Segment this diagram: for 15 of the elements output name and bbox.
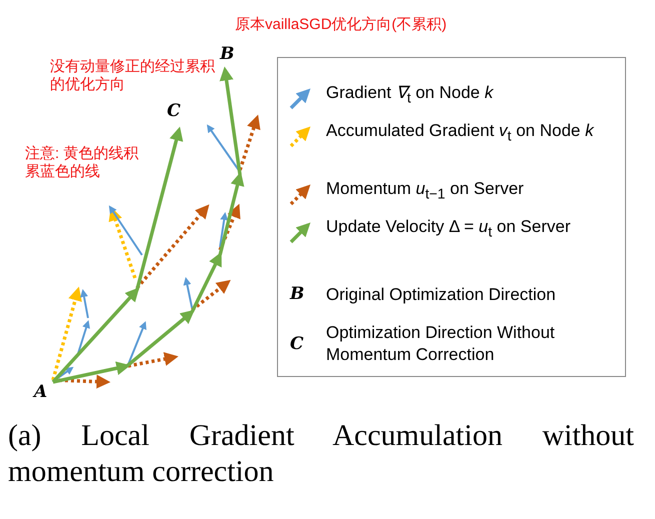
legend-text: Accumulated Gradient v$_{t}$ on Node k [326,120,596,146]
legend-text: Original Optimization Direction [326,284,557,306]
note-text: 原本vaillaSGD优化方向(不累积) [235,16,447,34]
legend-text: Update Velocity Δ = u$_{t}$ on Server [326,216,572,242]
legend-text: Gradient ∇$_{t}$ on Node k [326,82,495,108]
legend-text: Momentum u$_{t−1}$ on Server [326,178,525,204]
note-text: 注意: 黄色的线积累蓝色的线 [25,145,140,181]
point-label: B [290,284,304,304]
point-label: C [290,334,304,354]
note-text: 没有动量修正的经过累积的优化方向 [50,58,216,94]
legend-text: Optimization Direction Without Momentum Correction [326,322,556,366]
point-label: C [167,101,181,121]
point-label: A [34,382,48,402]
point-label: B [220,44,234,64]
caption: (a) Local Gradient Accumulation without momentum correction [8,418,634,490]
